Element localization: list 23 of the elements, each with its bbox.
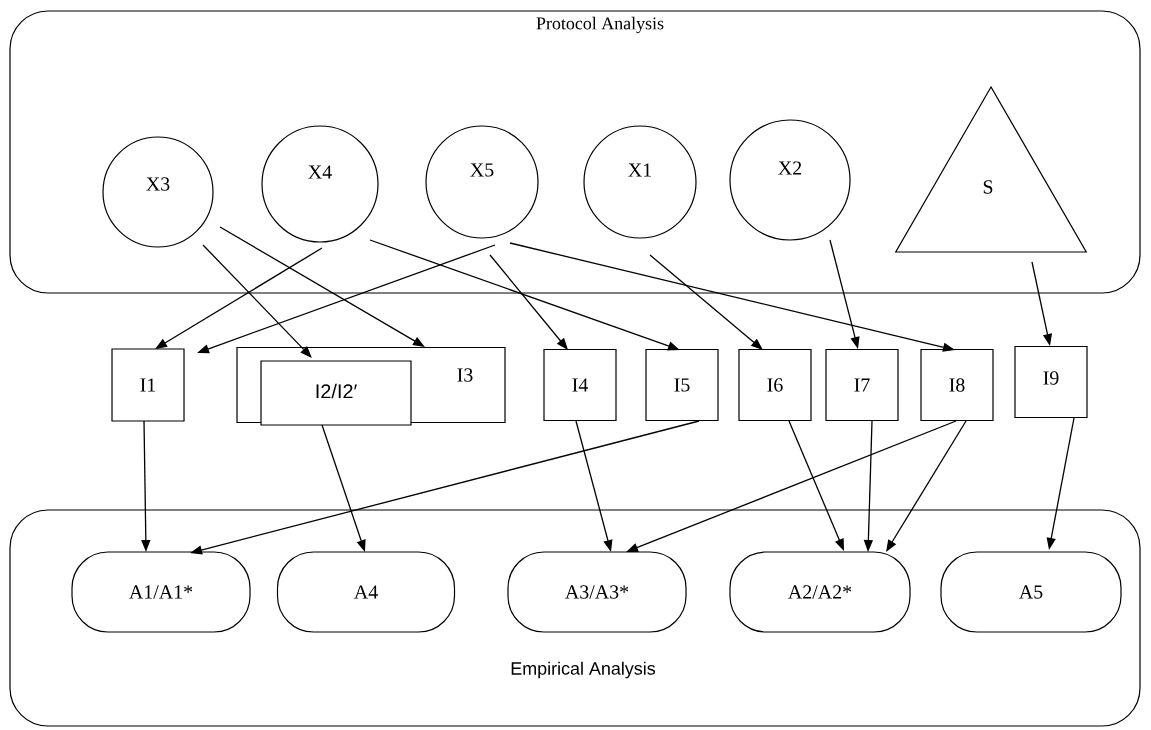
square-box: I9 [1014,345,1088,419]
arrow [202,244,312,358]
square-box: I4 [543,348,617,422]
circle-node: X2 [729,119,851,241]
square-box: I7 [825,348,899,422]
circle-node: X1 [583,125,697,239]
square-box: I8 [920,348,994,422]
rounded-box: A5 [940,551,1122,633]
circle-node: X4 [261,125,379,243]
rounded-box: A1/A1* [71,551,251,633]
square-box: I5 [645,348,719,422]
rounded-box: A4 [276,551,456,633]
arrow [489,254,568,350]
square-box: I1 [111,348,185,422]
arrow [155,247,323,349]
circle-node: X5 [425,125,539,239]
rounded-box: A2/A2* [729,551,911,633]
arrow [886,420,967,552]
arrow [649,254,763,350]
circle-node: X3 [102,136,214,248]
square-box: I6 [738,348,812,422]
arrow [219,226,425,347]
rounded-box: A3/A3* [507,551,687,633]
